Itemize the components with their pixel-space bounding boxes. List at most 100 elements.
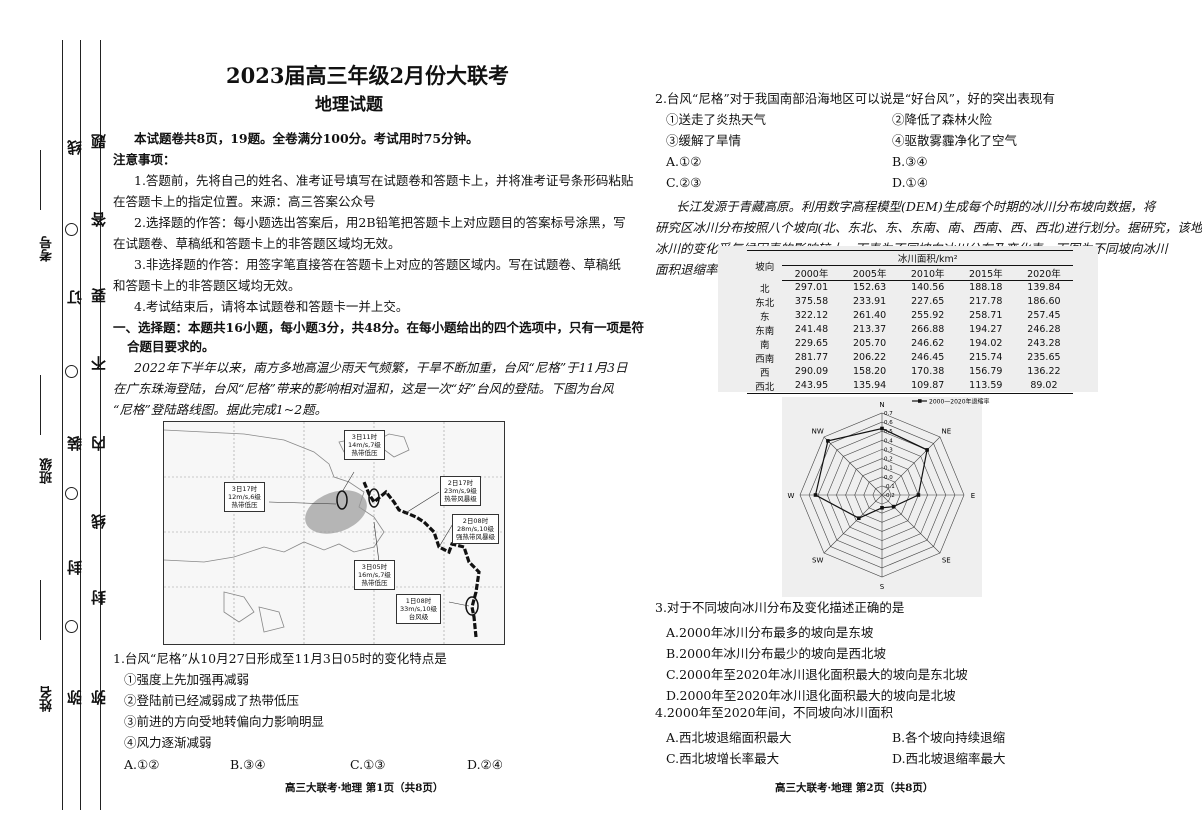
q2-item: ①送走了炎热天气: [666, 112, 767, 127]
coastline: [223, 591, 255, 623]
radar-data-point: [891, 504, 896, 509]
q4-option-d[interactable]: D.西北坡退缩率最大: [892, 751, 1006, 766]
radar-tick-label: 0.0: [884, 475, 893, 481]
table-area-cell: 281.77: [794, 352, 829, 363]
table-area-cell: 206.22: [852, 352, 887, 363]
outer-seal-char: 封: [66, 560, 84, 575]
coastline: [258, 606, 285, 633]
name-field[interactable]: [40, 580, 41, 640]
q4-option-b[interactable]: B.各个坡向持续退缩: [892, 730, 1006, 745]
table-area-cell: 241.48: [794, 324, 829, 335]
binding-line-edge: [100, 40, 101, 810]
radar-tick-label: 0.4: [884, 438, 893, 444]
table-year-header: 2000年: [782, 265, 841, 281]
table-area-cell: 89.02: [1014, 378, 1073, 394]
q1-option-b[interactable]: B.③④: [230, 757, 266, 772]
table-area-cell: 227.65: [911, 296, 945, 307]
passage-line: 2022年下半年以来，南方多地高温少雨天气频繁，干旱不断加重，台风“尼格”于11…: [134, 360, 628, 375]
q4-option-a[interactable]: A.西北坡退缩面积最大: [666, 730, 792, 745]
note-line: 在试题卷、草稿纸和答题卡上的非答题区域均无效。: [113, 236, 401, 251]
table-aspect-cell: 东北: [755, 297, 775, 309]
table-area-cell: 156.79: [969, 366, 1003, 377]
binding-hole: [65, 620, 78, 633]
q1-option-d[interactable]: D.②④: [467, 757, 503, 772]
radar-tick-label: 0.1: [884, 466, 893, 472]
radar-spoke: [881, 436, 941, 496]
radar-axis-label: NW: [812, 428, 824, 436]
note-line: 在答题卡上的指定位置。来源：高三答案公众号: [113, 194, 376, 209]
binding-hole: [65, 487, 78, 500]
table-area-cell: 194.02: [969, 338, 1003, 349]
q2-option-c[interactable]: C.②③: [666, 175, 702, 190]
table-area-cell: 375.58: [794, 296, 829, 307]
name-label: 姓名: [40, 686, 55, 712]
table-area-cell: 235.65: [1027, 352, 1061, 363]
radar-axis-label: N: [879, 401, 884, 409]
table-aspect-cell: 北: [759, 283, 770, 295]
table-aspect-cell: 西北: [747, 378, 783, 394]
radar-tick-label: -0.1: [884, 484, 895, 490]
q3-option-d[interactable]: D.2000年至2020年冰川退化面积最大的坡向是北坡: [666, 688, 956, 703]
passage-line: 长江发源于青藏高原。利用数字高程模型(DEM)生成每个时期的冰川分布坡向数据，将: [676, 199, 1156, 214]
q1-item: ①强度上先加强再减弱: [124, 672, 250, 687]
table-area-cell: 194.27: [969, 324, 1003, 335]
table-area-cell: 170.38: [911, 366, 945, 377]
table-area-cell: 255.92: [911, 310, 945, 321]
outer-seal-char: 线: [66, 140, 84, 155]
table-area-cell: 213.37: [852, 324, 887, 335]
passage-line: 在广东珠海登陆，台风“尼格”带来的影响相对温和，这是一次“好”台风的登陆。下图为…: [113, 381, 614, 396]
exam-subtitle: 地理试题: [315, 95, 383, 115]
table-area-cell: 243.28: [1027, 338, 1061, 349]
q1-option-a[interactable]: A.①②: [124, 757, 160, 772]
radar-tick-label: 0.7: [884, 411, 893, 417]
radar-data-point: [925, 448, 929, 452]
q4-option-c[interactable]: C.西北坡增长率最大: [666, 751, 780, 766]
q2-item: ③缓解了旱情: [666, 133, 742, 148]
q3-option-c[interactable]: C.2000年至2020年冰川退化面积最大的坡向是东北坡: [666, 667, 968, 682]
q2-item: ④驱散雾霾净化了空气: [892, 133, 1018, 148]
table-area-cell: 233.91: [852, 296, 887, 307]
q3-option-b[interactable]: B.2000年冰川分布最少的坡向是西北坡: [666, 646, 886, 661]
inner-seal-char: 弥: [90, 690, 108, 705]
q1-item: ②登陆前已经减弱成了热带低压: [124, 693, 300, 708]
radar-tick-label: 0.2: [884, 457, 893, 463]
table-aspect-cell: 西南: [755, 353, 775, 365]
exam-no-field[interactable]: [40, 150, 41, 210]
radar-tick-label: -0.2: [884, 493, 895, 499]
class-label: 班级: [40, 458, 55, 484]
table-area-cell: 257.45: [1027, 310, 1061, 321]
table-area-cell: 139.84: [1027, 282, 1061, 294]
table-area-cell: 246.28: [1027, 324, 1061, 335]
q2-option-a[interactable]: A.①②: [666, 154, 702, 169]
q2-option-b[interactable]: B.③④: [892, 154, 928, 169]
binding-hole: [65, 365, 78, 378]
table-area-cell: 140.56: [911, 282, 945, 294]
radar-data-point: [916, 493, 921, 497]
table-area-cell: 261.40: [852, 310, 887, 321]
radar-legend-marker: [918, 399, 922, 403]
inner-seal-char: 内: [90, 436, 108, 451]
table-area-cell: 215.74: [969, 352, 1003, 363]
binding-line-inner: [80, 40, 81, 810]
q1-option-c[interactable]: C.①③: [350, 757, 386, 772]
q2-option-d[interactable]: D.①④: [892, 175, 928, 190]
question-3: 3.对于不同坡向冰川分布及变化描述正确的是: [655, 600, 905, 615]
inner-seal-char: 封: [90, 590, 108, 605]
question-4: 4.2000年至2020年间，不同坡向冰川面积: [655, 705, 894, 720]
table-aspect-cell: 西: [759, 367, 770, 379]
table-area-cell: 152.63: [852, 282, 887, 294]
radar-axis-label: SW: [812, 556, 823, 564]
binding-hole: [65, 223, 78, 236]
table-year-header: 2010年: [898, 265, 957, 281]
table-area-cell: 136.22: [1027, 366, 1061, 377]
q3-option-a[interactable]: A.2000年冰川分布最多的坡向是东坡: [666, 625, 874, 640]
class-field[interactable]: [40, 375, 41, 435]
